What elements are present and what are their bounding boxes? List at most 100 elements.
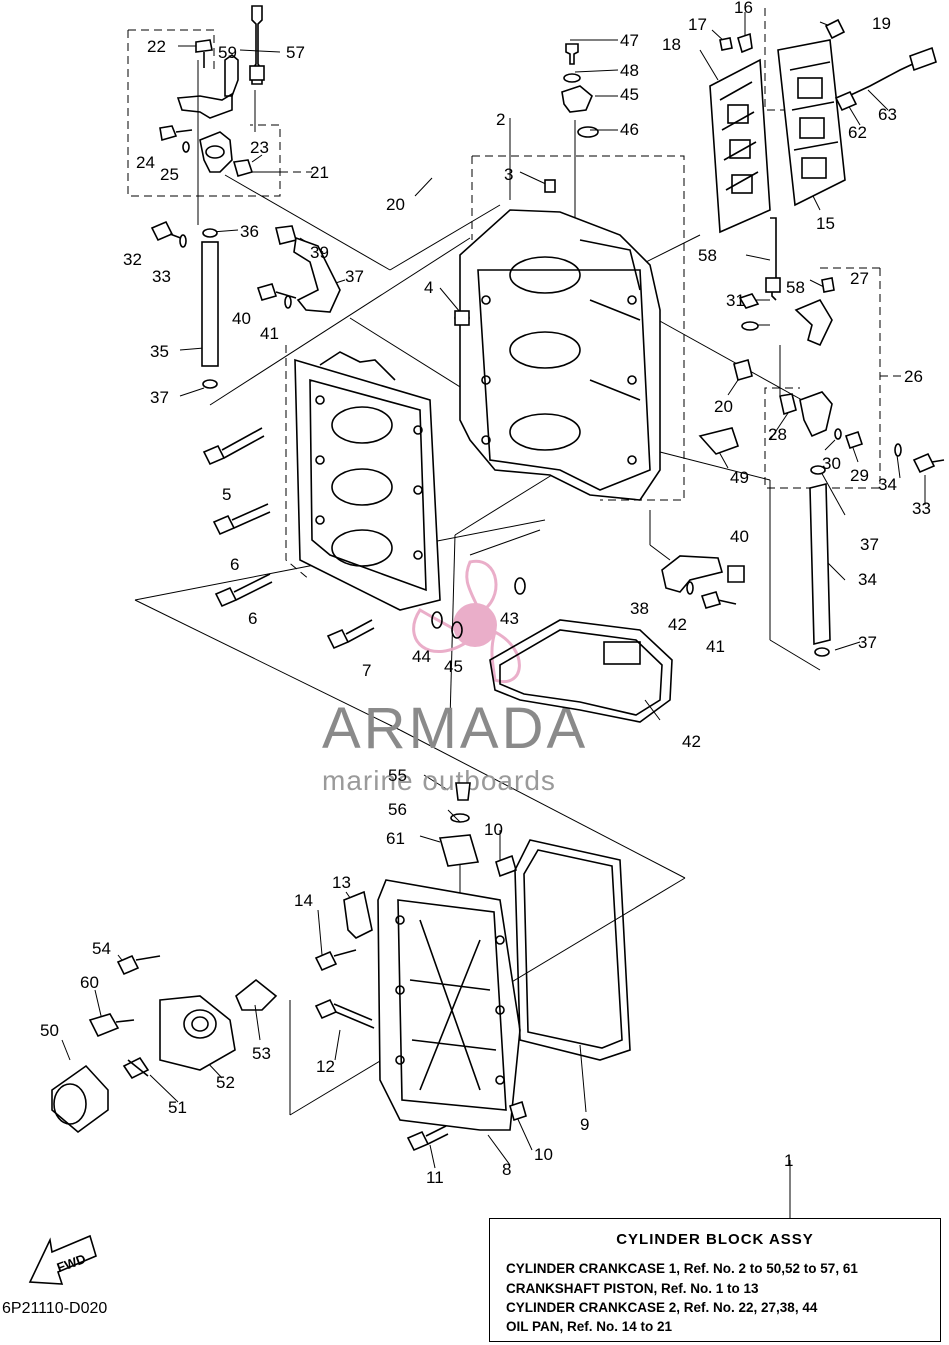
callout: 13 xyxy=(332,873,351,892)
callout: 29 xyxy=(850,466,869,485)
propeller-logo-icon xyxy=(412,559,521,684)
callout: 2 xyxy=(496,110,505,129)
callout: 48 xyxy=(620,61,639,80)
callout: 32 xyxy=(123,250,142,269)
callout: 9 xyxy=(580,1115,589,1134)
callout: 39 xyxy=(310,243,329,262)
watermark-tagline: marine outboards xyxy=(322,765,556,796)
right-tube-group xyxy=(809,443,945,657)
callout: 27 xyxy=(850,269,869,288)
callout: 16 xyxy=(734,0,753,17)
diagram-code: 6P21110-D020 xyxy=(2,1300,108,1317)
right-sensor-group xyxy=(733,217,864,450)
callout: 17 xyxy=(688,15,707,34)
callout: 34 xyxy=(878,475,897,494)
callout: 11 xyxy=(426,1168,444,1187)
callout: 50 xyxy=(40,1021,59,1040)
callout: 20 xyxy=(714,397,733,416)
callout: 58 xyxy=(786,278,805,297)
callout: 58 xyxy=(698,246,717,265)
callout: 23 xyxy=(250,138,269,157)
callout: 22 xyxy=(147,37,166,56)
callout: 46 xyxy=(620,120,639,139)
callout: 44 xyxy=(412,647,431,666)
callout: 8 xyxy=(502,1160,511,1179)
callout: 45 xyxy=(444,657,463,676)
callout: 6 xyxy=(230,555,239,574)
callout: 24 xyxy=(136,153,155,172)
callout: 51 xyxy=(168,1098,187,1117)
callout: 15 xyxy=(816,214,835,233)
callout: 37 xyxy=(345,267,364,286)
group-outlines xyxy=(127,8,905,581)
callout: 42 xyxy=(668,615,687,634)
callout: 33 xyxy=(152,267,171,286)
exhaust-plates-group xyxy=(709,18,937,234)
cylinder-block-main xyxy=(454,179,661,501)
callout-numbers: 1 2 3 4 5 6 6 7 8 9 10 10 11 12 13 14 15… xyxy=(40,0,931,1187)
callout: 40 xyxy=(730,527,749,546)
callout: 26 xyxy=(904,367,923,386)
callout: 33 xyxy=(912,499,931,518)
legend-line: CRANKSHAFT PISTON, Ref. No. 1 to 13 xyxy=(506,1281,759,1296)
callout: 42 xyxy=(682,732,701,751)
callout: 43 xyxy=(500,609,519,628)
callout: 57 xyxy=(286,43,305,62)
callout: 56 xyxy=(388,800,407,819)
callout: 54 xyxy=(92,939,111,958)
callout: 21 xyxy=(310,163,329,182)
legend-title: CYLINDER BLOCK ASSY xyxy=(616,1231,814,1248)
callout: 28 xyxy=(768,425,787,444)
callout: 47 xyxy=(620,31,639,50)
callout: 30 xyxy=(822,454,841,473)
legend-line: CYLINDER CRANKCASE 2, Ref. No. 22, 27,38… xyxy=(506,1300,818,1315)
callout: 3 xyxy=(504,165,513,184)
callout: 37 xyxy=(858,633,877,652)
watermark-brand: ARMADA xyxy=(322,696,588,761)
callout: 10 xyxy=(534,1145,553,1164)
callout: 31 xyxy=(726,291,745,310)
left-tube-group xyxy=(150,220,219,389)
callout: 37 xyxy=(860,535,879,554)
callout: 36 xyxy=(240,222,259,241)
legend-line: OIL PAN, Ref. No. 14 to 21 xyxy=(506,1319,673,1334)
callout: 19 xyxy=(872,14,891,33)
lower-case-group xyxy=(314,782,631,1152)
top-thermostat-group xyxy=(561,43,599,138)
sensor-bracket-group xyxy=(159,5,265,177)
callout: 53 xyxy=(252,1044,271,1063)
callout: 37 xyxy=(150,388,169,407)
callout: 4 xyxy=(424,278,433,297)
fwd-arrow-icon: FWD xyxy=(28,1234,97,1285)
bracket-38-group xyxy=(256,225,341,313)
callout: 5 xyxy=(222,485,231,504)
callout: 60 xyxy=(80,973,99,992)
crankcase-left-half xyxy=(202,351,441,650)
callout: 41 xyxy=(260,324,279,343)
oil-filter-group xyxy=(51,954,278,1134)
callout: 14 xyxy=(294,891,313,910)
gasket-43-group xyxy=(431,577,673,723)
callout: 25 xyxy=(160,165,179,184)
lower-bracket-group xyxy=(661,427,745,609)
callout: 45 xyxy=(620,85,639,104)
callout: 61 xyxy=(386,829,405,848)
callout: 7 xyxy=(362,661,371,680)
assembly-legend: CYLINDER BLOCK ASSY CYLINDER CRANKCASE 1… xyxy=(489,1218,941,1342)
callout: 49 xyxy=(730,468,749,487)
callout: 63 xyxy=(878,105,897,124)
armada-watermark: ARMADA marine outboards xyxy=(322,559,588,796)
callout: 38 xyxy=(630,599,649,618)
callout: 55 xyxy=(388,766,407,785)
callout: 34 xyxy=(858,570,877,589)
callout: 20 xyxy=(386,195,405,214)
callout: 59 xyxy=(218,43,237,62)
legend-line: CYLINDER CRANKCASE 1, Ref. No. 2 to 50,5… xyxy=(506,1261,858,1276)
callout: 35 xyxy=(150,342,169,361)
callout: 41 xyxy=(706,637,725,656)
callout: 6 xyxy=(248,609,257,628)
callout: 10 xyxy=(484,820,503,839)
callout: 18 xyxy=(662,35,681,54)
callout: 62 xyxy=(848,123,867,142)
